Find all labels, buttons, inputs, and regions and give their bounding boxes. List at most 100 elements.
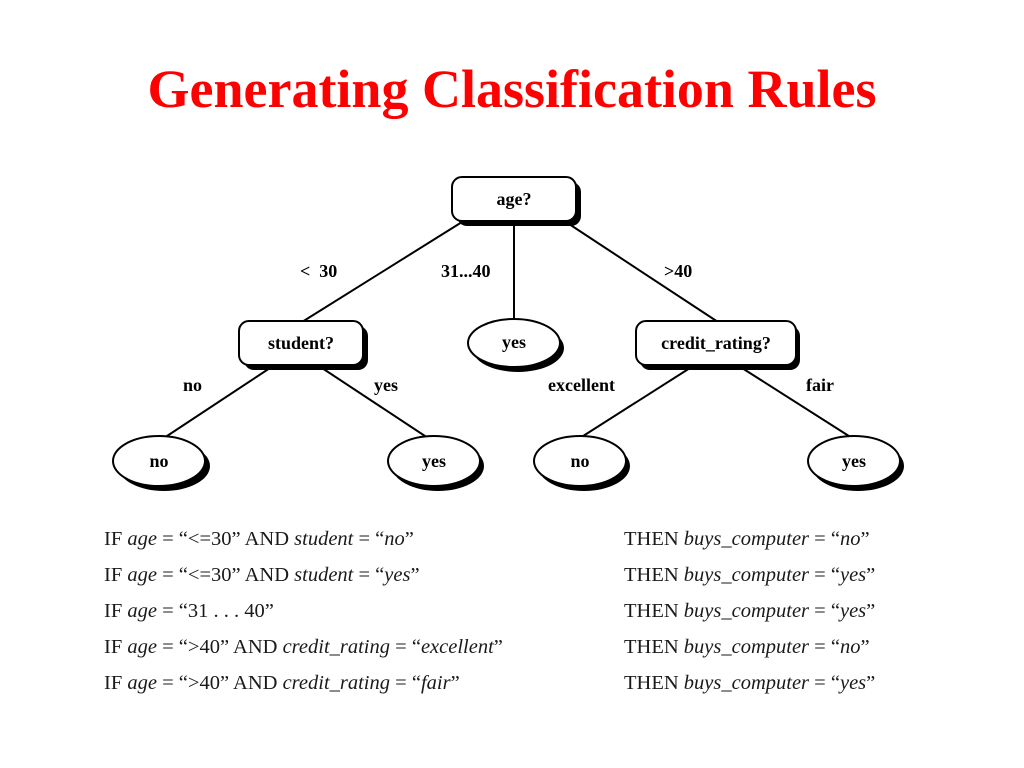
condition-segment: ”	[410, 564, 420, 586]
rule-condition: IF age = “>40” AND credit_rating = “fair…	[104, 672, 460, 695]
conclusion-segment: ”	[860, 528, 870, 550]
conclusion-segment: buys_computer	[683, 528, 810, 550]
condition-segment: credit_rating	[282, 672, 391, 694]
condition-segment: age	[127, 528, 157, 550]
student-node-box	[238, 320, 364, 366]
rule-condition: IF age = “31 . . . 40”	[104, 600, 274, 623]
edge-label-lt30: < 30	[300, 261, 337, 281]
rule-row: IF age = “31 . . . 40” THEN buys_computer…	[104, 600, 944, 636]
condition-segment: = “>40” AND	[156, 636, 283, 658]
conclusion-segment: = “	[809, 564, 840, 586]
condition-segment: yes	[384, 564, 411, 586]
decision-tree: age? student? yes credit_rating? no yes …	[112, 176, 904, 491]
conclusion-segment: = “	[809, 672, 840, 694]
condition-segment: ”	[404, 528, 414, 550]
condition-segment: = “	[353, 528, 385, 550]
condition-segment: ”	[450, 672, 460, 694]
conclusion-segment: THEN	[624, 636, 684, 658]
conclusion-segment: no	[839, 636, 861, 658]
conclusion-segment: THEN	[624, 672, 684, 694]
edge-credit-yes	[741, 367, 853, 439]
conclusion-segment: yes	[839, 600, 867, 622]
rule-conclusion: THEN buys_computer = “yes”	[624, 600, 875, 623]
conclusion-segment: yes	[839, 564, 867, 586]
rule-conclusion: THEN buys_computer = “no”	[624, 636, 870, 659]
rule-condition: IF age = “<=30” AND student = “no”	[104, 528, 414, 551]
condition-segment: = “>40” AND	[156, 672, 283, 694]
condition-segment: = “	[390, 636, 421, 658]
conclusion-segment: = “	[809, 636, 840, 658]
conclusion-segment: yes	[839, 672, 867, 694]
if-keyword: IF	[104, 636, 128, 658]
mid-yes-leaf-label: yes	[502, 332, 526, 352]
student-no-leaf-label: no	[149, 451, 168, 471]
edge-label-gt40: >40	[664, 261, 692, 281]
conclusion-segment: = “	[809, 528, 840, 550]
condition-segment: age	[127, 600, 157, 622]
edge-student-no	[163, 367, 271, 439]
edge-label-excellent: excellent	[548, 375, 615, 395]
student-node-label: student?	[268, 333, 334, 353]
conclusion-segment: ”	[866, 600, 876, 622]
edge-label-fair: fair	[806, 375, 834, 395]
if-keyword: IF	[104, 600, 128, 622]
condition-segment: credit_rating	[282, 636, 391, 658]
tree-nodes	[112, 176, 901, 487]
conclusion-segment: = “	[809, 600, 840, 622]
credit-yes-leaf-shape	[807, 435, 901, 487]
credit-node-label: credit_rating?	[661, 333, 771, 353]
conclusion-segment: THEN	[624, 528, 684, 550]
tree-edges	[163, 221, 853, 439]
edge-student-yes	[321, 367, 429, 439]
condition-segment: = “	[390, 672, 421, 694]
edge-credit-no	[579, 367, 691, 439]
student-yes-leaf-shape	[387, 435, 481, 487]
credit-node-box	[635, 320, 797, 366]
conclusion-segment: buys_computer	[683, 600, 810, 622]
credit-yes-leaf-label: yes	[842, 451, 866, 471]
conclusion-segment: buys_computer	[683, 636, 810, 658]
condition-segment: no	[384, 528, 405, 550]
if-keyword: IF	[104, 564, 128, 586]
rule-row: IF age = “>40” AND credit_rating = “fair…	[104, 672, 944, 708]
rule-condition: IF age = “>40” AND credit_rating = “exce…	[104, 636, 503, 659]
edge-label-student-no: no	[183, 375, 202, 395]
conclusion-segment: buys_computer	[683, 672, 810, 694]
if-keyword: IF	[104, 528, 128, 550]
edge-label-student-yes: yes	[374, 375, 398, 395]
edge-label-mid: 31...40	[441, 261, 491, 281]
root-node-box	[451, 176, 577, 222]
conclusion-segment: ”	[866, 564, 876, 586]
condition-segment: age	[127, 564, 157, 586]
student-yes-leaf-label: yes	[422, 451, 446, 471]
condition-segment: = “31 . . . 40”	[156, 600, 274, 622]
rule-row: IF age = “<=30” AND student = “yes”THEN …	[104, 564, 944, 600]
condition-segment: student	[294, 564, 354, 586]
conclusion-segment: THEN	[624, 600, 684, 622]
if-keyword: IF	[104, 672, 128, 694]
conclusion-segment: ”	[866, 672, 876, 694]
edge-root-student	[301, 221, 463, 323]
conclusion-segment: no	[839, 528, 861, 550]
condition-segment: ”	[493, 636, 503, 658]
rule-conclusion: THEN buys_computer = “yes”	[624, 672, 875, 695]
condition-segment: fair	[420, 672, 451, 694]
conclusion-segment: buys_computer	[683, 564, 810, 586]
condition-segment: = “<=30” AND	[156, 528, 295, 550]
condition-segment: excellent	[420, 636, 494, 658]
mid-yes-leaf-shape	[467, 318, 561, 368]
root-node-label: age?	[497, 189, 532, 209]
condition-segment: student	[294, 528, 354, 550]
credit-no-leaf-shape	[533, 435, 627, 487]
condition-segment: age	[127, 672, 157, 694]
credit-no-leaf-label: no	[570, 451, 589, 471]
conclusion-segment: THEN	[624, 564, 684, 586]
rule-conclusion: THEN buys_computer = “no”	[624, 528, 870, 551]
rule-row: IF age = “>40” AND credit_rating = “exce…	[104, 636, 944, 672]
rule-row: IF age = “<=30” AND student = “no”THEN b…	[104, 528, 944, 564]
rule-conclusion: THEN buys_computer = “yes”	[624, 564, 875, 587]
condition-segment: age	[127, 636, 157, 658]
student-no-leaf-shape	[112, 435, 206, 487]
edge-root-credit	[565, 221, 719, 323]
